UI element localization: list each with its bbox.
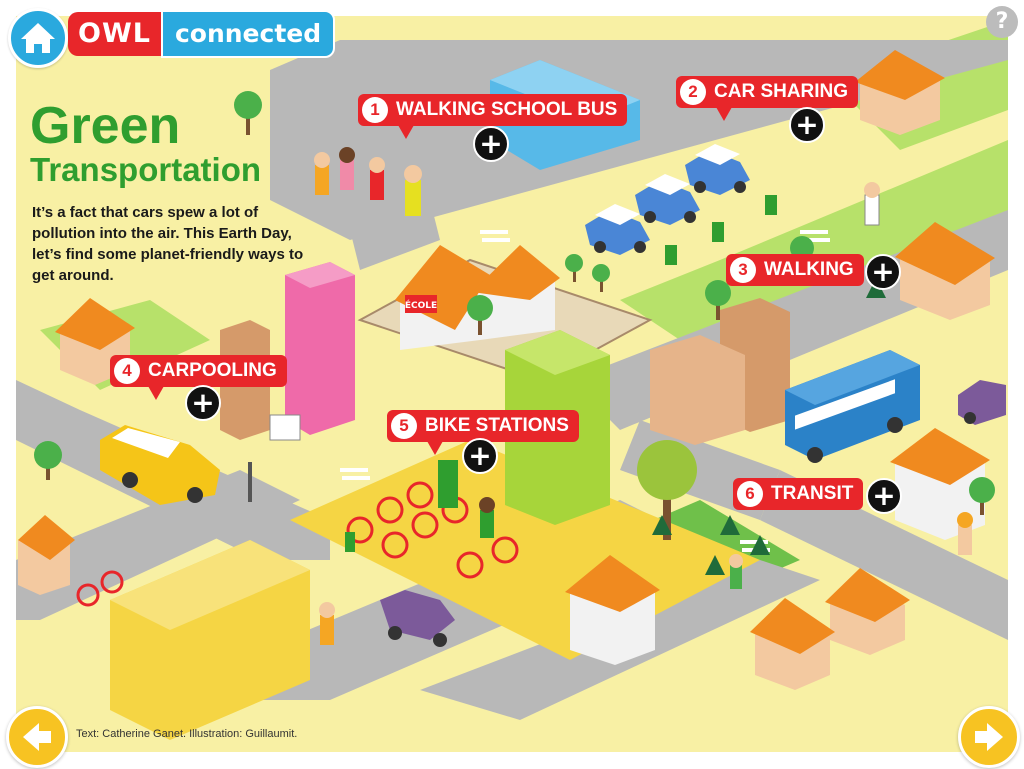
intro-text: It’s a fact that cars spew a lot of poll…: [32, 204, 304, 284]
plus-icon[interactable]: +: [865, 254, 901, 290]
callout-label: CARPOOLING: [148, 360, 277, 381]
question-mark-icon: ?: [995, 9, 1009, 34]
plus-icon[interactable]: +: [473, 126, 509, 162]
callout-walking-school-bus[interactable]: 1 WALKING SCHOOL BUS: [358, 94, 628, 139]
school-sign: ÉCOLE: [405, 299, 437, 311]
plus-icon[interactable]: +: [462, 438, 498, 474]
callout-label: BIKE STATIONS: [425, 415, 569, 436]
page-subtitle: Transportation: [30, 151, 262, 188]
callout-number: 3: [730, 257, 756, 283]
credits-text: Text: Catherine Ganet. Illustration: Gui…: [76, 728, 298, 740]
plus-icon[interactable]: +: [866, 478, 902, 514]
next-page-button[interactable]: [958, 706, 1020, 768]
arrow-left-icon: [23, 723, 51, 751]
callout-carpooling[interactable]: 4 CARPOOLING: [110, 355, 287, 400]
callout-walking[interactable]: 3 WALKING: [726, 254, 864, 286]
logo-owl-text: OWL: [68, 12, 161, 56]
help-button[interactable]: ?: [986, 6, 1018, 38]
callout-number: 2: [680, 79, 706, 105]
callout-label: WALKING SCHOOL BUS: [396, 99, 618, 120]
owl-connected-logo: OWL connected: [68, 10, 336, 58]
home-icon: [21, 23, 55, 53]
callout-transit[interactable]: 6 TRANSIT: [733, 478, 864, 510]
callout-label: TRANSIT: [771, 483, 854, 504]
callout-pointer: [398, 125, 414, 139]
callout-number: 1: [362, 97, 388, 123]
callout-label: CAR SHARING: [714, 81, 849, 102]
callout-number: 4: [114, 358, 140, 384]
callout-number: 5: [391, 413, 417, 439]
callout-pointer: [148, 386, 164, 400]
plus-icon[interactable]: +: [789, 107, 825, 143]
logo-connected-text: connected: [160, 10, 336, 58]
callout-label: WALKING: [764, 259, 854, 280]
arrow-right-icon: [975, 723, 1003, 751]
callout-pointer: [716, 107, 732, 121]
callout-car-sharing[interactable]: 2 CAR SHARING: [676, 76, 859, 121]
previous-page-button[interactable]: [6, 706, 68, 768]
callout-number: 6: [737, 481, 763, 507]
plus-icon[interactable]: +: [185, 385, 221, 421]
home-button[interactable]: [8, 8, 68, 68]
page-title: Green: [30, 97, 181, 155]
callout-pointer: [427, 441, 443, 455]
callout-bike-stations[interactable]: 5 BIKE STATIONS: [387, 410, 579, 455]
